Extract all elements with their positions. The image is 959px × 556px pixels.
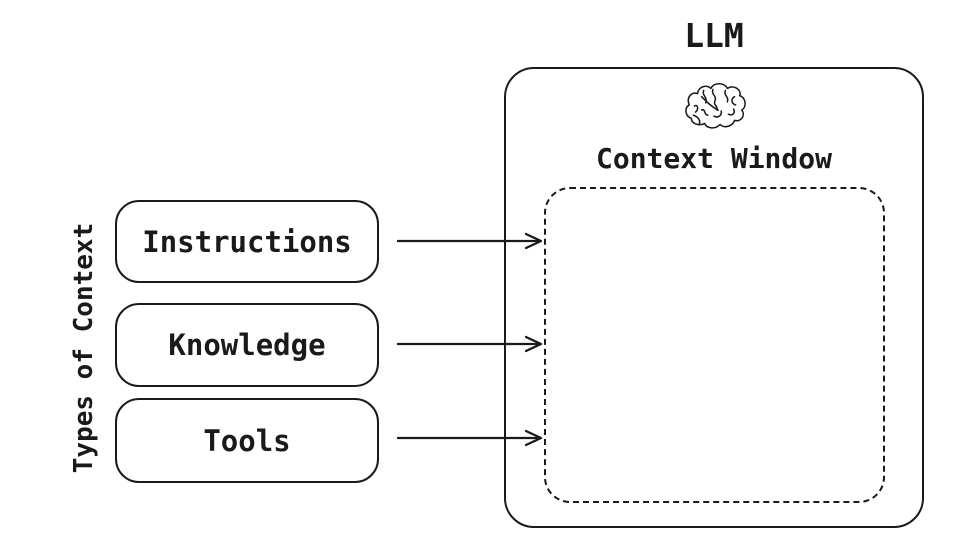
types-of-context-label: Types of Context: [69, 222, 99, 474]
brain-icon: [685, 83, 746, 129]
instructions-box: Instructions: [115, 200, 379, 283]
tools-label: Tools: [203, 423, 291, 458]
context-window-label: Context Window: [595, 142, 832, 175]
tools-box: Tools: [115, 398, 379, 483]
llm-title: LLM: [684, 16, 744, 55]
knowledge-label: Knowledge: [168, 328, 326, 362]
llm-box: Context Window: [504, 67, 924, 528]
instructions-label: Instructions: [142, 224, 352, 259]
knowledge-box: Knowledge: [115, 303, 379, 387]
context-window-box: [544, 187, 885, 503]
